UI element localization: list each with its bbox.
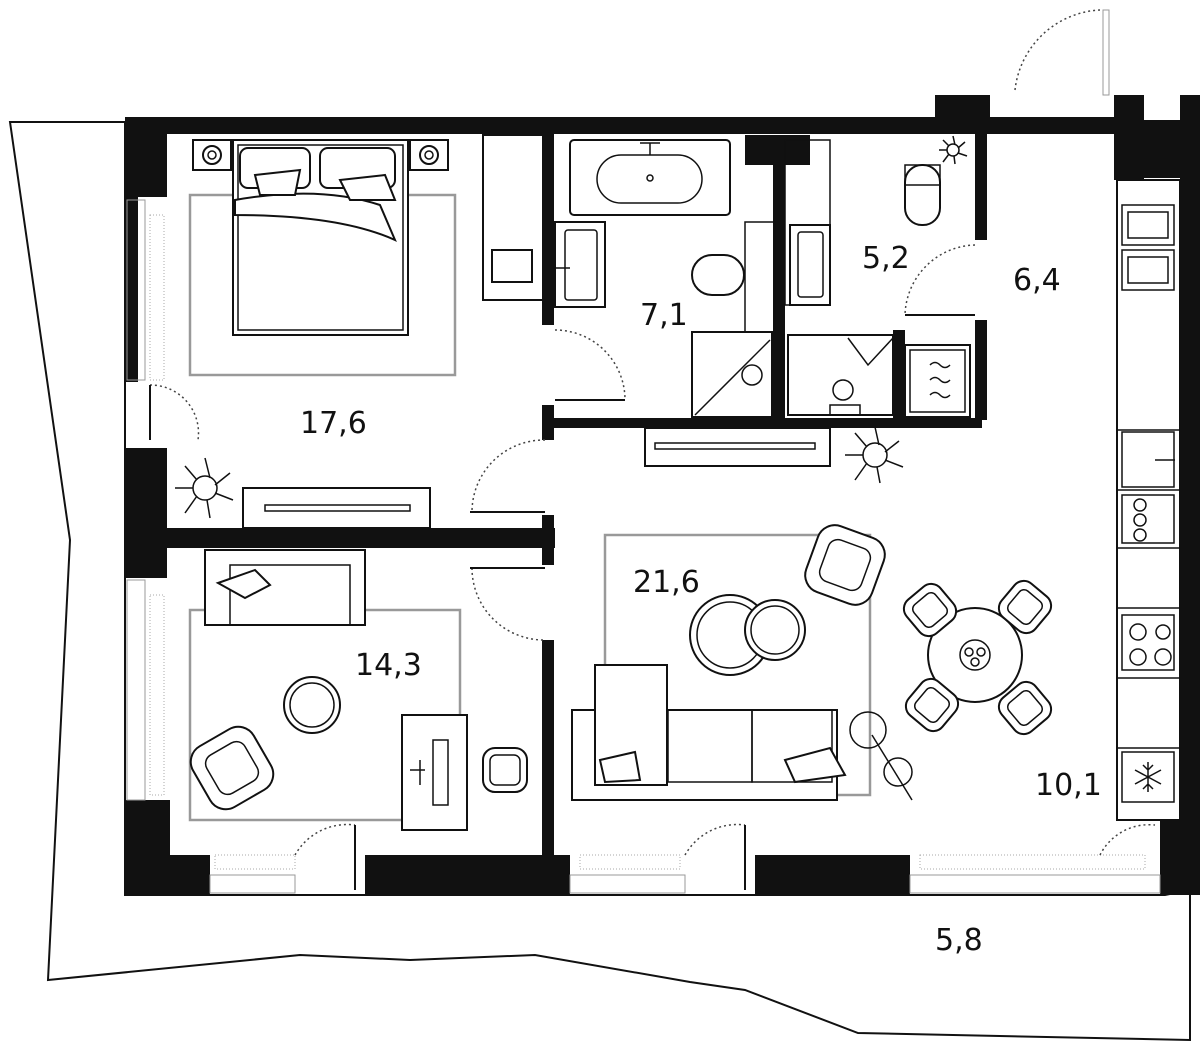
exterior-walls bbox=[125, 95, 1200, 895]
study-furniture bbox=[188, 549, 528, 831]
bathroom-area-label: 7,1 bbox=[640, 298, 688, 333]
interior-walls bbox=[125, 115, 1180, 860]
living-furniture bbox=[571, 524, 913, 801]
dining-set bbox=[902, 579, 1053, 736]
study-area-label: 14,3 bbox=[355, 648, 422, 683]
bedroom-area-label: 17,6 bbox=[300, 406, 367, 441]
hall-area-label: 6,4 bbox=[1013, 263, 1061, 298]
door-swings bbox=[149, 9, 1156, 890]
kitchen-counter bbox=[1116, 179, 1181, 821]
windows bbox=[126, 9, 1161, 894]
wc-furniture bbox=[784, 139, 941, 416]
snowflake-icon bbox=[1121, 751, 1175, 803]
kitchen-area-label: 10,1 bbox=[1035, 768, 1102, 803]
balcony-area-label: 5,8 bbox=[935, 923, 983, 958]
living-area-label: 21,6 bbox=[633, 565, 700, 600]
plant-icon bbox=[175, 135, 968, 519]
bathroom-furniture bbox=[554, 139, 831, 467]
washer-icon bbox=[904, 344, 971, 418]
bedroom-furniture bbox=[188, 134, 544, 529]
wc-area-label: 5,2 bbox=[862, 241, 910, 276]
